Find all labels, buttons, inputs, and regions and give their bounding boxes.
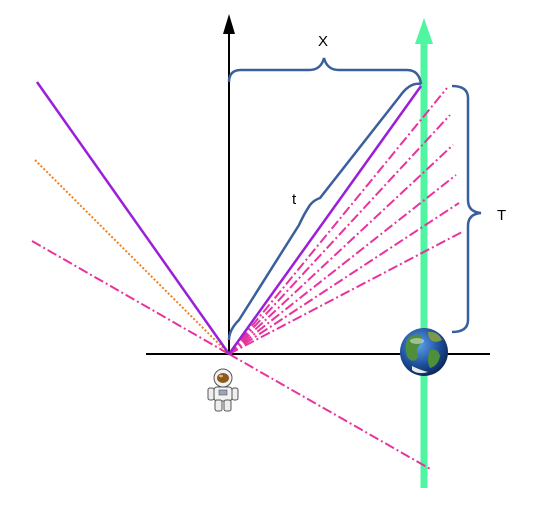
earth-worldline-arrow-icon [415,18,433,44]
dashed-ray-5 [228,202,460,355]
time-axis-arrow-icon [223,14,235,34]
dotted-ray [34,159,230,355]
astronaut-icon [207,368,239,412]
light-ray-right [227,85,423,355]
label-x: X [318,33,328,50]
label-t: t [292,191,297,208]
dashed-ray-down [228,353,433,471]
dashed-rays [31,87,463,471]
dashed-ray-1 [228,87,448,355]
dashed-ray-left [31,240,230,355]
dashed-ray-6 [228,231,463,355]
label-T: T [497,207,506,224]
dashed-ray-4 [228,174,457,355]
dashed-ray-2 [228,114,451,355]
dashed-ray-3 [228,144,454,355]
light-ray-left [35,81,231,355]
brace-t [227,82,422,341]
earth-globe-icon [400,328,448,376]
brace-T [451,84,482,334]
brace-x [227,57,423,85]
